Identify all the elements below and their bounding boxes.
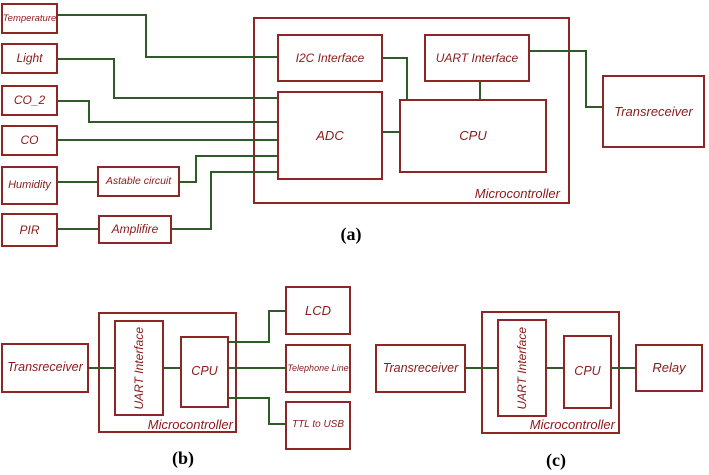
- wire-uart-out-v: [585, 50, 587, 108]
- wire-astable-v: [195, 155, 197, 183]
- caption-b: (b): [172, 448, 194, 468]
- uart-interface-box-c: UART Interface: [497, 319, 547, 417]
- wire-cpu-to-lcd-h2: [268, 310, 285, 312]
- cpu-box-a: CPU: [399, 99, 547, 173]
- uart-interface-box-a: UART Interface: [424, 34, 530, 82]
- wire-to-transreceiver-a: [585, 106, 602, 108]
- wire-cpu-to-lcd-h1: [229, 341, 270, 343]
- wire-amplifier-v: [210, 171, 212, 230]
- cpu-box-c: CPU: [563, 335, 612, 409]
- microcontroller-frame-b: [98, 312, 237, 433]
- sensor-co-box: CO: [1, 125, 58, 156]
- wire-pir-to-amplifier: [58, 228, 98, 230]
- sensor-light-box: Light: [1, 43, 58, 74]
- wire-cpu-to-relay: [612, 367, 635, 369]
- wire-temperature-to-i2c: [145, 56, 277, 58]
- wire-adc-to-cpu: [383, 131, 399, 133]
- uart-interface-label-b: UART Interface: [131, 326, 146, 410]
- microcontroller-label-a: Microcontroller: [474, 186, 560, 201]
- sensor-temperature-box: Temperature: [1, 3, 58, 34]
- wire-amplifier-h: [172, 228, 212, 230]
- wire-co2-h: [58, 100, 90, 102]
- uart-interface-box-b: UART Interface: [114, 320, 164, 416]
- wire-co2-to-adc: [88, 121, 277, 123]
- sensor-co2-box: CO_2: [1, 85, 58, 116]
- uart-interface-label-c: UART Interface: [514, 326, 529, 410]
- wire-i2c-to-cpu-h: [383, 57, 408, 59]
- wire-cpu-to-lcd-v: [268, 310, 270, 343]
- wire-humidity-to-astable: [58, 181, 97, 183]
- caption-a: (a): [340, 224, 362, 244]
- astable-circuit-box: Astable circuit: [97, 166, 180, 197]
- transreceiver-box-c: Transreceiver: [375, 344, 466, 393]
- wire-uart-to-cpu: [479, 82, 481, 99]
- transreceiver-box-a: Transreceiver: [602, 75, 705, 148]
- transreceiver-box-b: Transreceiver: [1, 343, 89, 393]
- wire-light-h: [58, 58, 115, 60]
- microcontroller-label-b: Microcontroller: [147, 417, 233, 432]
- wire-astable-to-adc: [195, 155, 277, 157]
- sensor-pir-box: PIR: [1, 213, 58, 247]
- wire-uart-to-cpu-b: [164, 367, 180, 369]
- amplifier-box: Amplifire: [98, 215, 172, 244]
- wire-trans-to-uart-c: [466, 367, 497, 369]
- sensor-humidity-box: Humidity: [1, 166, 58, 205]
- wire-temperature-h: [58, 14, 147, 16]
- wire-temperature-v: [145, 14, 147, 58]
- wire-trans-to-uart-b: [89, 367, 114, 369]
- microcontroller-frame-a: [253, 17, 570, 204]
- wire-light-to-adc: [113, 97, 277, 99]
- wire-cpu-to-ttl-h2: [268, 423, 285, 425]
- caption-c: (c): [546, 450, 566, 470]
- relay-box: Relay: [635, 344, 703, 392]
- wire-light-v: [113, 58, 115, 99]
- i2c-interface-box: I2C Interface: [277, 34, 383, 82]
- microcontroller-frame-c: [481, 311, 620, 434]
- wire-co2-v: [88, 100, 90, 122]
- wire-uart-to-cpu-c: [547, 367, 563, 369]
- wire-cpu-to-telephone: [229, 367, 285, 369]
- adc-box: ADC: [277, 91, 383, 180]
- wire-co-to-adc: [58, 139, 277, 141]
- wire-amplifier-to-adc: [210, 171, 277, 173]
- ttl-to-usb-box: TTL to USB: [285, 401, 351, 450]
- wire-i2c-to-cpu-v: [406, 57, 408, 99]
- wire-uart-out-h: [530, 50, 587, 52]
- wire-astable-h: [180, 181, 197, 183]
- telephone-line-box: Telephone Line: [285, 344, 351, 393]
- lcd-box: LCD: [285, 286, 351, 335]
- wire-cpu-to-ttl-v: [268, 397, 270, 425]
- cpu-box-b: CPU: [180, 336, 229, 408]
- wire-cpu-to-ttl-h1: [229, 397, 270, 399]
- microcontroller-label-c: Microcontroller: [529, 417, 615, 432]
